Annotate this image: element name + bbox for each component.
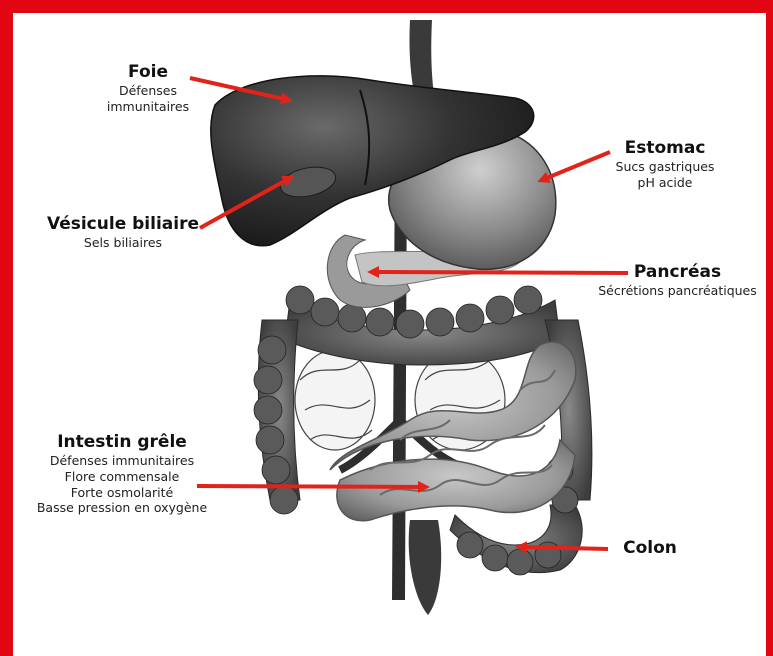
label-colon: Colon bbox=[610, 538, 690, 559]
label-estomac-line-1: Sucs gastriques bbox=[605, 159, 725, 175]
label-pancreas-title: Pancréas bbox=[590, 262, 765, 283]
label-foie: Foie Défenses immunitaires bbox=[88, 62, 208, 115]
label-foie-title: Foie bbox=[88, 62, 208, 83]
arrow-estomac bbox=[542, 152, 610, 180]
label-intestin-title: Intestin grêle bbox=[22, 432, 222, 453]
arrow-colon bbox=[520, 547, 608, 549]
label-estomac-title: Estomac bbox=[605, 138, 725, 159]
label-foie-line-2: immunitaires bbox=[88, 99, 208, 115]
label-pancreas-line-1: Sécrétions pancréatiques bbox=[590, 283, 765, 299]
label-estomac-line-2: pH acide bbox=[605, 175, 725, 191]
label-intestin-line-2: Flore commensale bbox=[22, 469, 222, 485]
label-colon-title: Colon bbox=[610, 538, 690, 559]
label-estomac: Estomac Sucs gastriques pH acide bbox=[605, 138, 725, 191]
label-foie-line-1: Défenses bbox=[88, 83, 208, 99]
label-intestin-line-4: Basse pression en oxygène bbox=[22, 500, 222, 516]
label-intestin: Intestin grêle Défenses immunitaires Flo… bbox=[22, 432, 222, 516]
label-intestin-line-1: Défenses immunitaires bbox=[22, 453, 222, 469]
arrow-intestin bbox=[197, 486, 425, 487]
label-vesicule-title: Vésicule biliaire bbox=[38, 214, 208, 235]
label-pancreas: Pancréas Sécrétions pancréatiques bbox=[590, 262, 765, 299]
arrow-vesicule bbox=[200, 178, 290, 228]
label-vesicule: Vésicule biliaire Sels biliaires bbox=[38, 214, 208, 251]
label-vesicule-line-1: Sels biliaires bbox=[38, 235, 208, 251]
label-intestin-line-3: Forte osmolarité bbox=[22, 485, 222, 501]
